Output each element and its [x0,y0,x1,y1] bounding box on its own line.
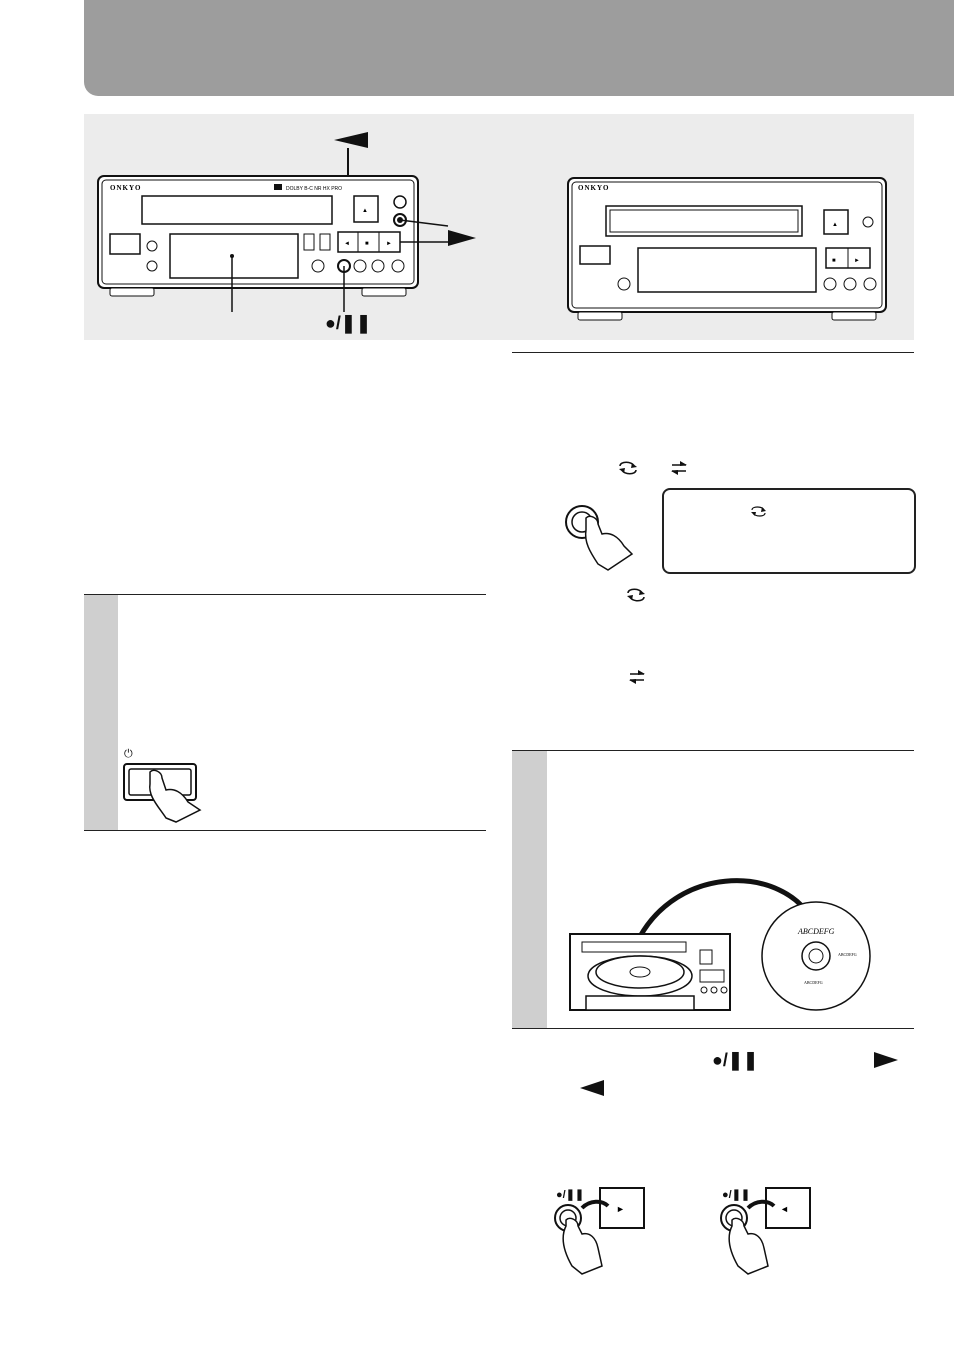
deck-brand-left: ONKYO [110,184,141,192]
svg-text:■: ■ [832,258,836,264]
svg-text:◄: ◄ [780,1204,789,1214]
power-button-press-illustration [123,763,202,823]
step-top-rule [84,594,486,595]
cd-tray-load-illustration: ABCDEFG ABCDEFG ABCDEFG [569,878,871,1011]
svg-text:▲: ▲ [362,208,368,214]
record-pause-plus-play-illustration: ► [554,1187,645,1275]
svg-text:ABCDEFG: ABCDEFG [804,980,823,985]
reverse-play-arrow-icon [334,132,368,148]
svg-text:DOLBY B-C NR HX PRO: DOLBY B-C NR HX PRO [286,186,342,192]
example1-record-pause-label: ●/❚❚ [556,1189,585,1201]
forward-play-arrow-icon [448,230,476,246]
one-way-arrows-icon [671,461,687,475]
reverse-play-arrow-icon [580,1080,604,1096]
cassette-deck-left: ONKYO DOLBY B-C NR HX PRO ▲ ◄ ■ ► [97,132,476,312]
svg-text:ABCDEFG: ABCDEFG [838,952,857,957]
svg-text:◄: ◄ [344,241,350,247]
svg-text:ABCDEFG: ABCDEFG [797,927,835,936]
repeat-arrows-icon [751,506,766,517]
example2-record-pause-label: ●/❚❚ [722,1189,751,1201]
record-pause-callout-label: ●/❚❚ [325,313,372,333]
one-way-arrows-icon [629,670,645,684]
record-pause-symbol: ●/❚❚ [712,1050,759,1070]
step-number-column [84,595,118,830]
record-pause-plus-reverse-illustration: ◄ [720,1187,811,1275]
reverse-mode-symbols [619,461,687,475]
disc-step-top-rule [512,750,914,751]
svg-text:►: ► [616,1204,625,1214]
step-bottom-rule [84,830,486,831]
svg-text:►: ► [386,241,392,247]
cassette-deck-right: ONKYO ▲ ■ ► [567,177,887,321]
reverse-mode-note-box [662,488,916,574]
reverse-mode-top-rule [512,352,914,353]
repeat-arrows-icon [627,588,645,602]
svg-text:▲: ▲ [832,222,838,228]
svg-text:►: ► [854,258,860,264]
disc-step-bottom-rule [512,1028,914,1029]
mode-button-press-illustration [565,505,634,571]
header-band [84,0,954,96]
svg-text:■: ■ [365,241,369,247]
repeat-arrows-icon [619,461,637,475]
deck-brand-right: ONKYO [578,184,609,192]
forward-play-arrow-icon [874,1052,898,1068]
disc-step-number-column [512,751,547,1029]
power-symbol-label: ⏻ [124,748,133,760]
